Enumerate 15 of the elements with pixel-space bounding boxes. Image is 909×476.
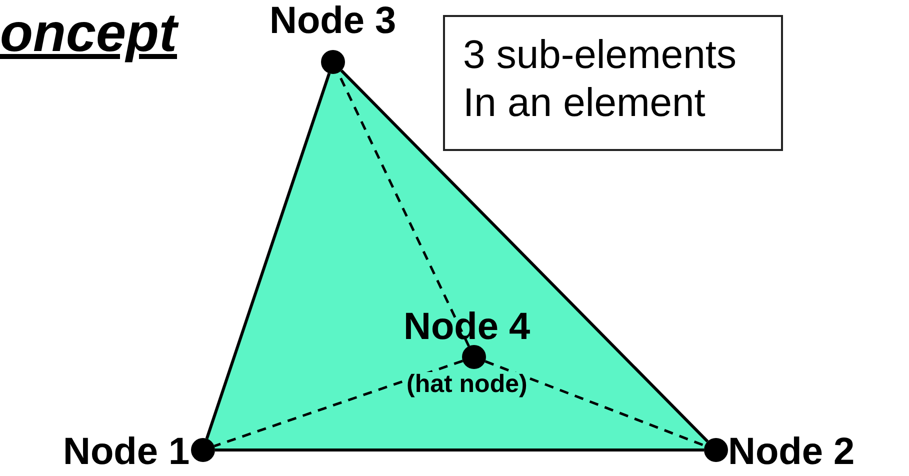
node-dot <box>191 438 215 462</box>
dashed-line <box>214 360 464 448</box>
dashed-line <box>484 360 706 447</box>
node-label: Node 4 <box>404 308 530 346</box>
node-note: (hat node) <box>404 372 530 397</box>
node-label: Node 2 <box>728 433 855 471</box>
title: oncept <box>0 6 178 60</box>
element-edge <box>205 72 331 440</box>
node-dot <box>704 438 728 462</box>
note-box: 3 sub-elements In an element <box>443 15 783 151</box>
element-edge <box>340 69 709 443</box>
node-label: Node 3 <box>270 2 396 40</box>
element-edge <box>215 448 704 452</box>
node-dot <box>321 50 345 74</box>
node-label: Node 1 <box>63 433 190 471</box>
